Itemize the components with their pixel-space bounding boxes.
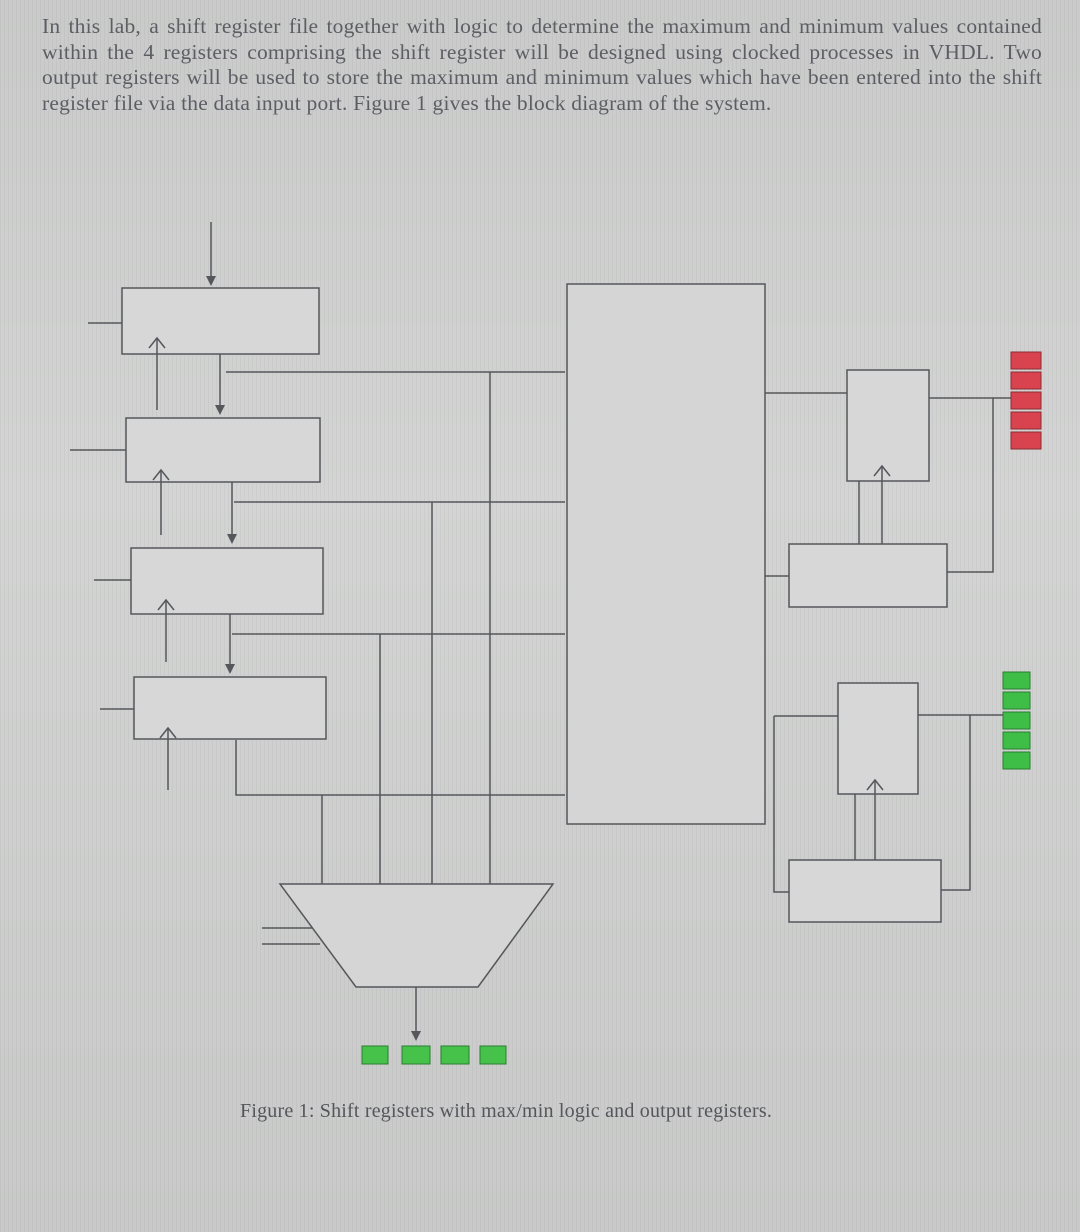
min-output-leds bbox=[1002, 671, 1031, 770]
max-feedback-compare bbox=[788, 543, 948, 608]
max-output-leds bbox=[1010, 351, 1042, 450]
min-output-register bbox=[837, 682, 919, 795]
tap-register-4 bbox=[235, 740, 565, 796]
output-multiplexer bbox=[278, 883, 555, 988]
shift-register-3 bbox=[130, 547, 324, 615]
shift-register-4 bbox=[133, 676, 327, 740]
max-output-register bbox=[846, 369, 930, 482]
shift-register-2 bbox=[125, 417, 321, 483]
shift-register-1 bbox=[121, 287, 320, 355]
mux-output-leds bbox=[361, 1045, 507, 1065]
intro-paragraph: In this lab, a shift register file toget… bbox=[42, 14, 1042, 115]
max-min-logic-block bbox=[566, 283, 766, 825]
figure-caption: Figure 1: Shift registers with max/min l… bbox=[240, 1100, 773, 1122]
min-feedback-compare bbox=[788, 859, 942, 923]
